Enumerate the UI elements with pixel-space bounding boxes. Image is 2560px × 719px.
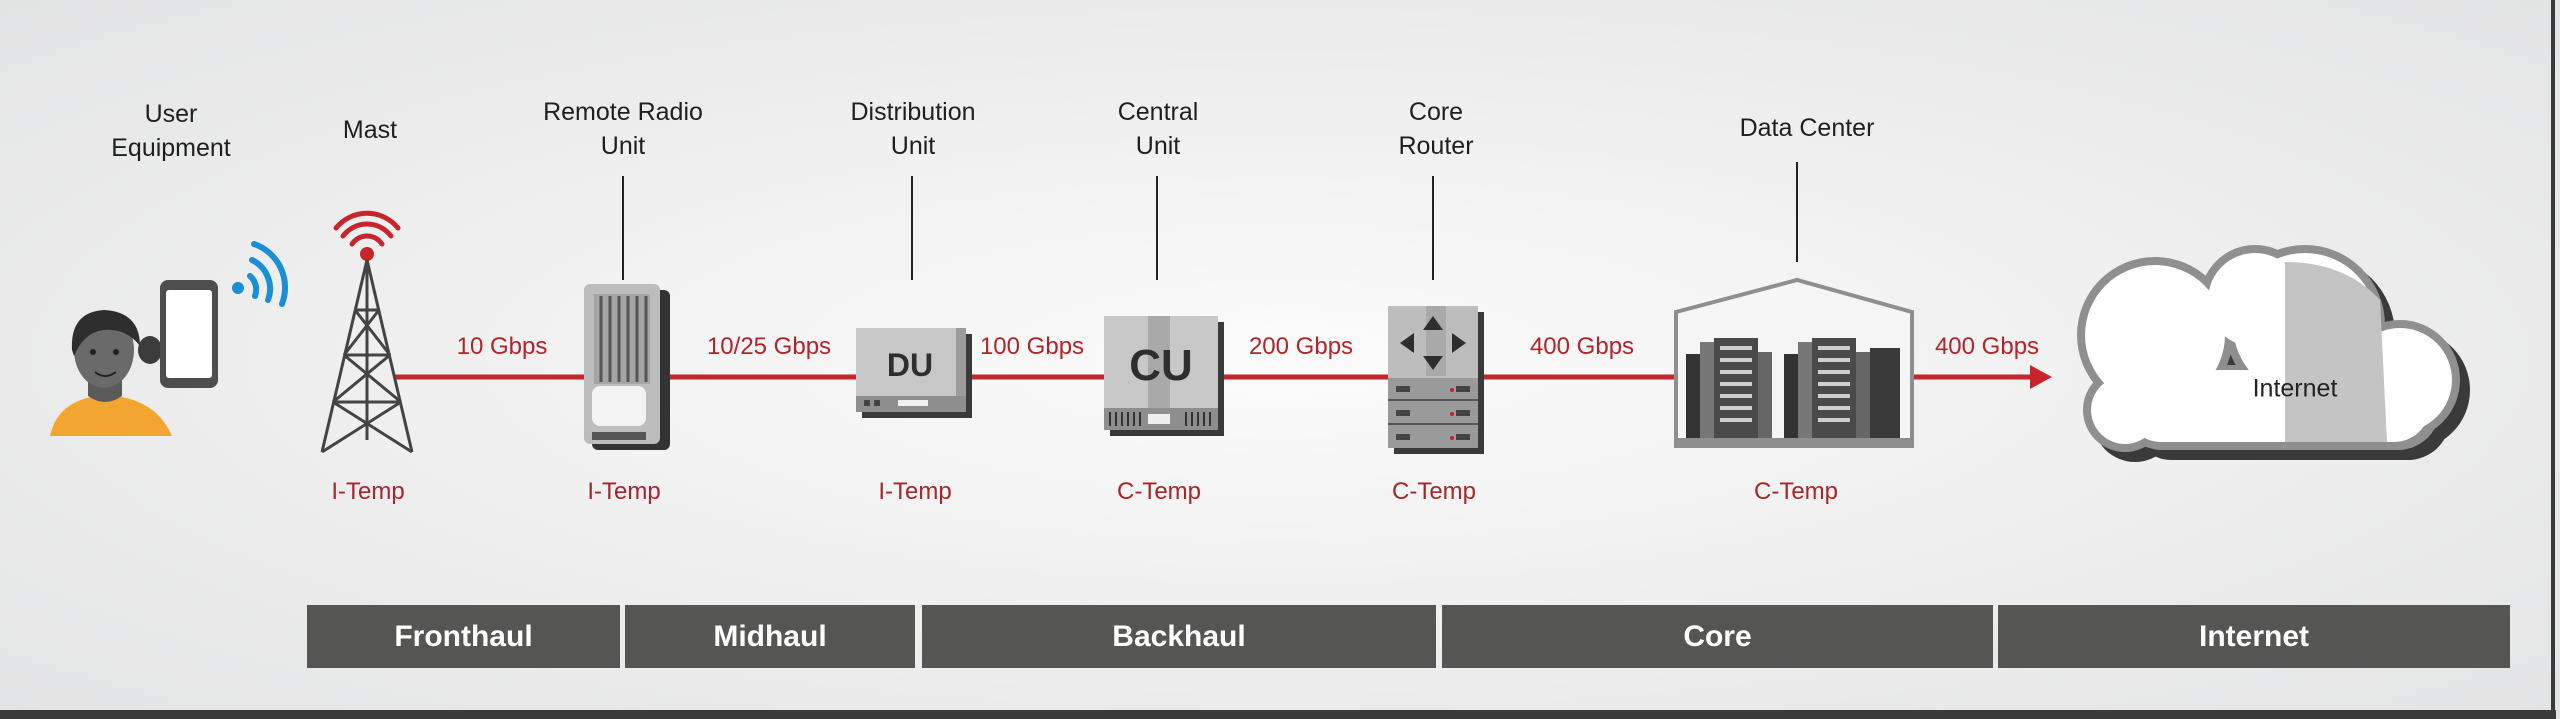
segment-internet: Internet [1998, 605, 2510, 668]
temp-mast: I-Temp [331, 478, 405, 505]
bottom-border [0, 710, 2556, 719]
label-user-equipment: User Equipment [111, 100, 231, 162]
link-speed-5: 400 Gbps [1529, 333, 1635, 360]
label-data-center: Data Center [1739, 114, 1875, 142]
right-border [2551, 0, 2555, 719]
temp-rru: I-Temp [587, 478, 661, 505]
temp-data-center: C-Temp [1753, 478, 1839, 505]
mast-icon [320, 210, 414, 454]
cu-icon [1104, 316, 1224, 436]
label-mast: Mast [342, 116, 398, 144]
temp-core-router: C-Temp [1391, 478, 1477, 505]
label-cu: Central Unit [1117, 98, 1199, 160]
link-speed-6: 400 Gbps [1934, 333, 2040, 360]
link-speed-2: 10/25 Gbps [706, 333, 832, 360]
data-center-icon [1674, 277, 1914, 448]
link-speed-3: 100 Gbps [979, 333, 1085, 360]
link-speed-4: 200 Gbps [1248, 333, 1354, 360]
arrow-head-icon [2030, 365, 2052, 389]
rru-icon [584, 284, 670, 450]
wifi-icon [232, 241, 289, 307]
label-core-router: Core Router [1398, 98, 1474, 160]
user-icon [50, 310, 172, 436]
cu-text: CU [1129, 341, 1193, 390]
phone-icon [160, 280, 218, 388]
cloud-icon [2077, 245, 2470, 462]
label-internet: Internet [2252, 374, 2338, 403]
segment-fronthaul: Fronthaul [307, 605, 620, 668]
segment-backhaul: Backhaul [922, 605, 1436, 668]
link-speed-1: 10 Gbps [456, 333, 548, 360]
label-du: Distribution Unit [850, 98, 976, 160]
label-rru: Remote Radio Unit [543, 98, 703, 160]
core-router-icon [1388, 306, 1484, 454]
du-text: DU [887, 347, 933, 383]
segment-midhaul: Midhaul [625, 605, 915, 668]
temp-cu: C-Temp [1116, 478, 1202, 505]
temp-du: I-Temp [878, 478, 952, 505]
du-icon [856, 328, 972, 418]
segment-core: Core [1442, 605, 1993, 668]
